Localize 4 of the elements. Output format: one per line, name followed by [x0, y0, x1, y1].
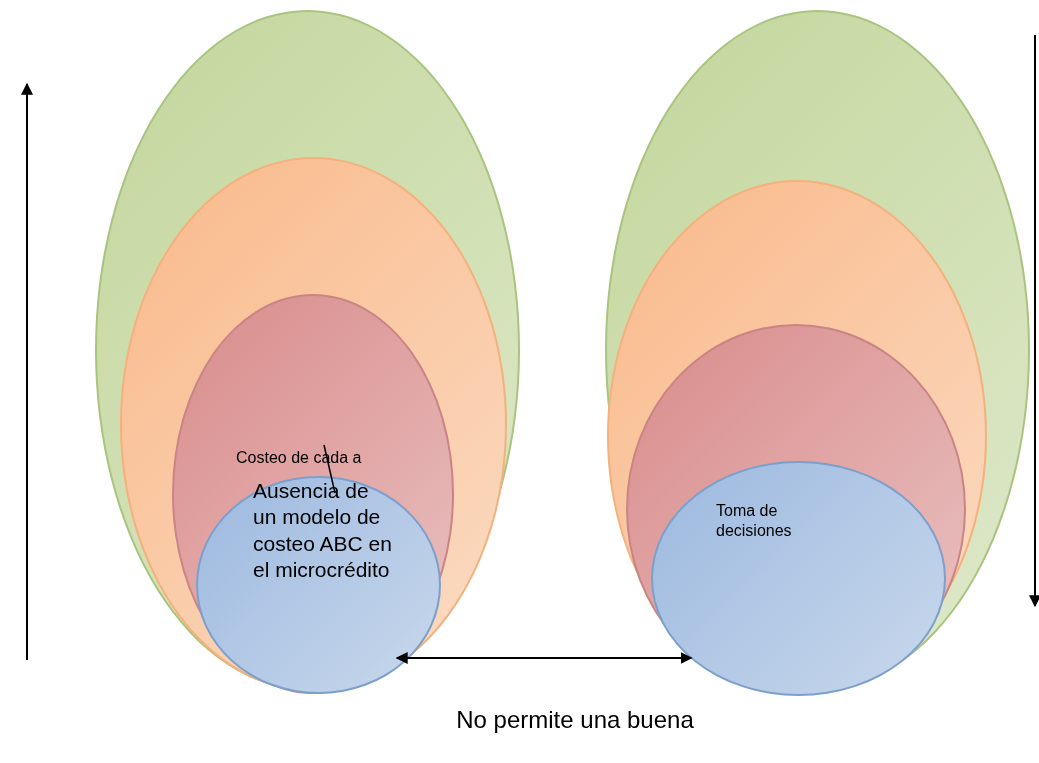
caption-text: No permite una buena [455, 705, 695, 735]
node-text: Toma de decisiones [716, 501, 793, 541]
node-text: Ausencia de un modelo de costeo ABC en el microcrédito [253, 478, 393, 583]
double-arrow [395, 652, 693, 664]
